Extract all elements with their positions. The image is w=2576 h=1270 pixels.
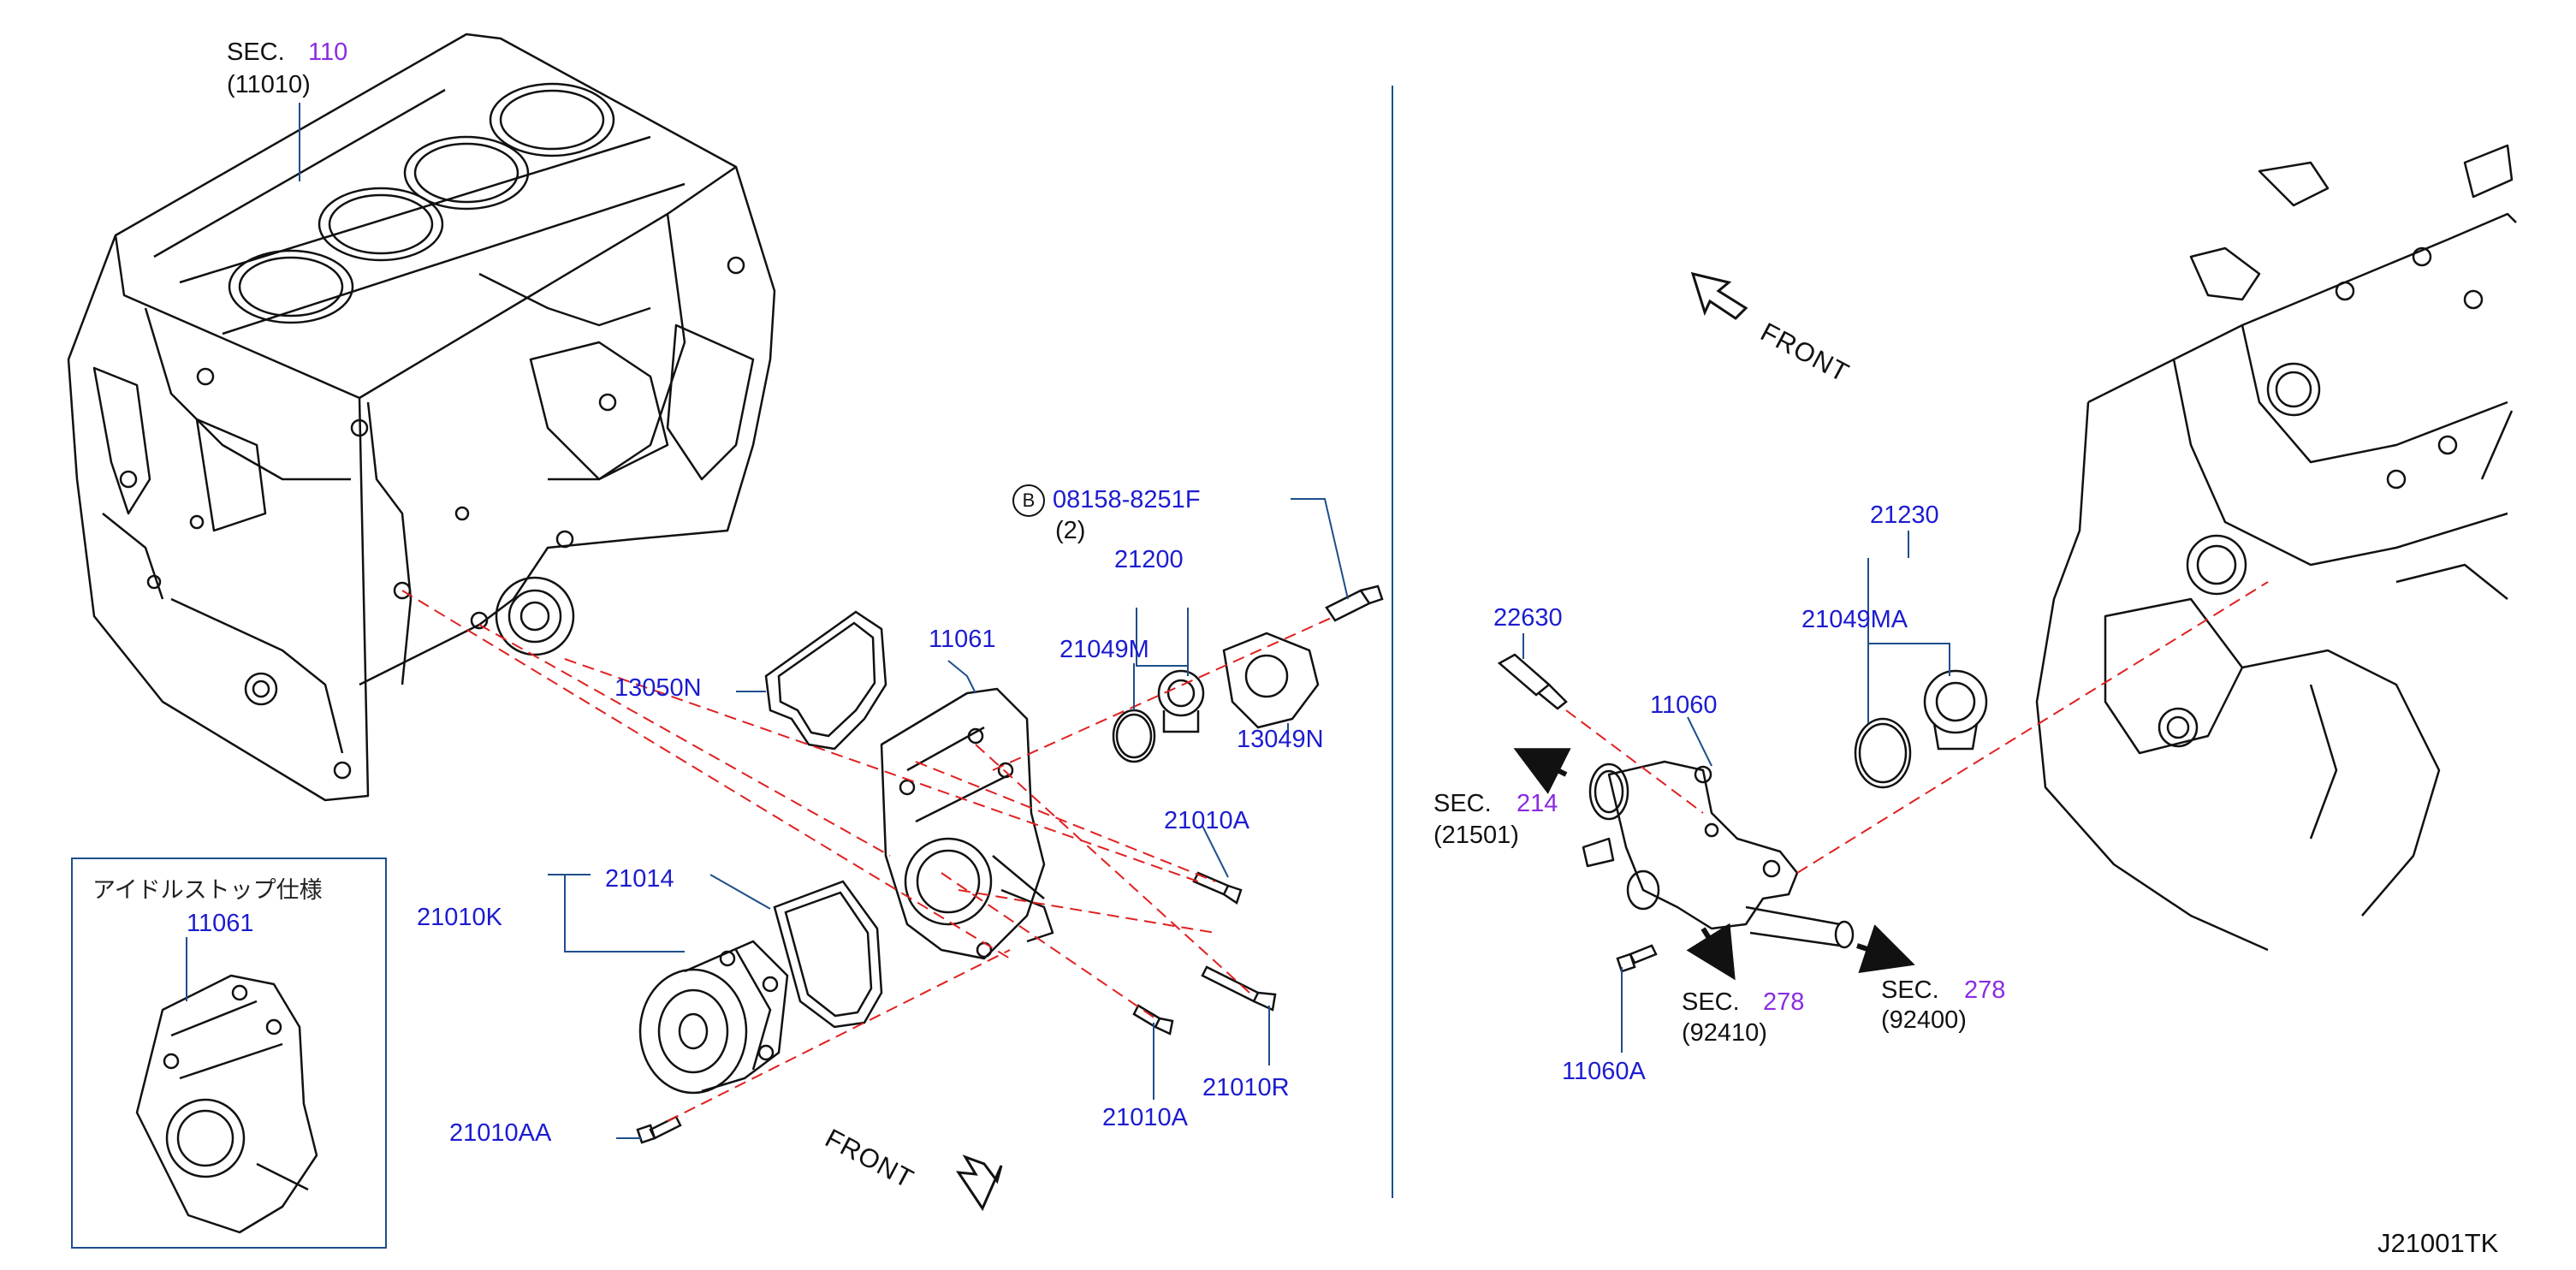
- callout-qty: (2): [1055, 517, 1086, 544]
- centerlines: [401, 581, 2269, 1122]
- part-21010K[interactable]: 21010K: [417, 904, 502, 931]
- part-21010R[interactable]: 21010R: [1202, 1074, 1290, 1101]
- sec-278a-number[interactable]: 278: [1763, 988, 1805, 1016]
- part-21010A-lower[interactable]: 21010A: [1102, 1104, 1188, 1131]
- part-21010AA[interactable]: 21010AA: [449, 1119, 552, 1147]
- bolt-11060A: [1616, 944, 1658, 973]
- front-cover-11061: [880, 687, 1054, 960]
- part-11061[interactable]: 11061: [929, 626, 996, 653]
- sec-214-number[interactable]: 214: [1517, 790, 1558, 817]
- inset-cover-drawing: [135, 974, 318, 1234]
- callout-badge: B: [1012, 484, 1045, 517]
- inset-box: [71, 858, 387, 1249]
- cylinder-head-drawing: [2035, 144, 2517, 952]
- part-21049MA[interactable]: 21049MA: [1801, 606, 1908, 633]
- gasket-21014: [773, 880, 883, 1029]
- sec-278a-prefix: SEC.: [1682, 988, 1740, 1016]
- part-21010A-upper[interactable]: 21010A: [1164, 807, 1249, 834]
- sec-214-code: (21501): [1433, 822, 1519, 849]
- part-08158-8251F[interactable]: 08158-8251F: [1053, 486, 1201, 513]
- part-13049N[interactable]: 13049N: [1237, 726, 1324, 753]
- sensor-22630: [1497, 653, 1568, 710]
- part-11061-inset[interactable]: 11061: [187, 910, 254, 937]
- thermostat-21230: [1854, 669, 1988, 789]
- water-outlet-11060: [1582, 760, 1855, 949]
- sec-278b-code: (92400): [1881, 1006, 1967, 1034]
- part-21049M[interactable]: 21049M: [1059, 636, 1149, 663]
- gasket-13050N: [764, 610, 887, 751]
- sec-110-number[interactable]: 110: [308, 39, 348, 66]
- part-13050N[interactable]: 13050N: [614, 674, 702, 702]
- leader-lines: [186, 103, 1950, 1139]
- part-21014[interactable]: 21014: [605, 865, 674, 893]
- bolts-left: [636, 585, 1384, 1144]
- sec-214-prefix: SEC.: [1433, 790, 1492, 817]
- diagram-id: J21001TK: [2377, 1228, 2499, 1258]
- inset-title: アイドルストップ仕様: [92, 877, 323, 904]
- part-11060A[interactable]: 11060A: [1562, 1058, 1646, 1085]
- front-arrow-left: [955, 1154, 1003, 1212]
- sec-110-code: (11010): [227, 71, 311, 98]
- sec-110-prefix: SEC.: [227, 39, 285, 66]
- part-11060[interactable]: 11060: [1650, 691, 1718, 719]
- part-21200[interactable]: 21200: [1114, 546, 1184, 573]
- sec-278a-code: (92410): [1682, 1019, 1767, 1047]
- part-22630[interactable]: 22630: [1493, 604, 1563, 632]
- sec-278b-number[interactable]: 278: [1964, 976, 2006, 1004]
- part-21230[interactable]: 21230: [1870, 501, 1939, 529]
- sec-278b-prefix: SEC.: [1881, 976, 1939, 1004]
- flow-arrows: [1513, 748, 1915, 981]
- water-pump-21010K: [638, 940, 789, 1095]
- front-arrow-right: [1690, 271, 1748, 320]
